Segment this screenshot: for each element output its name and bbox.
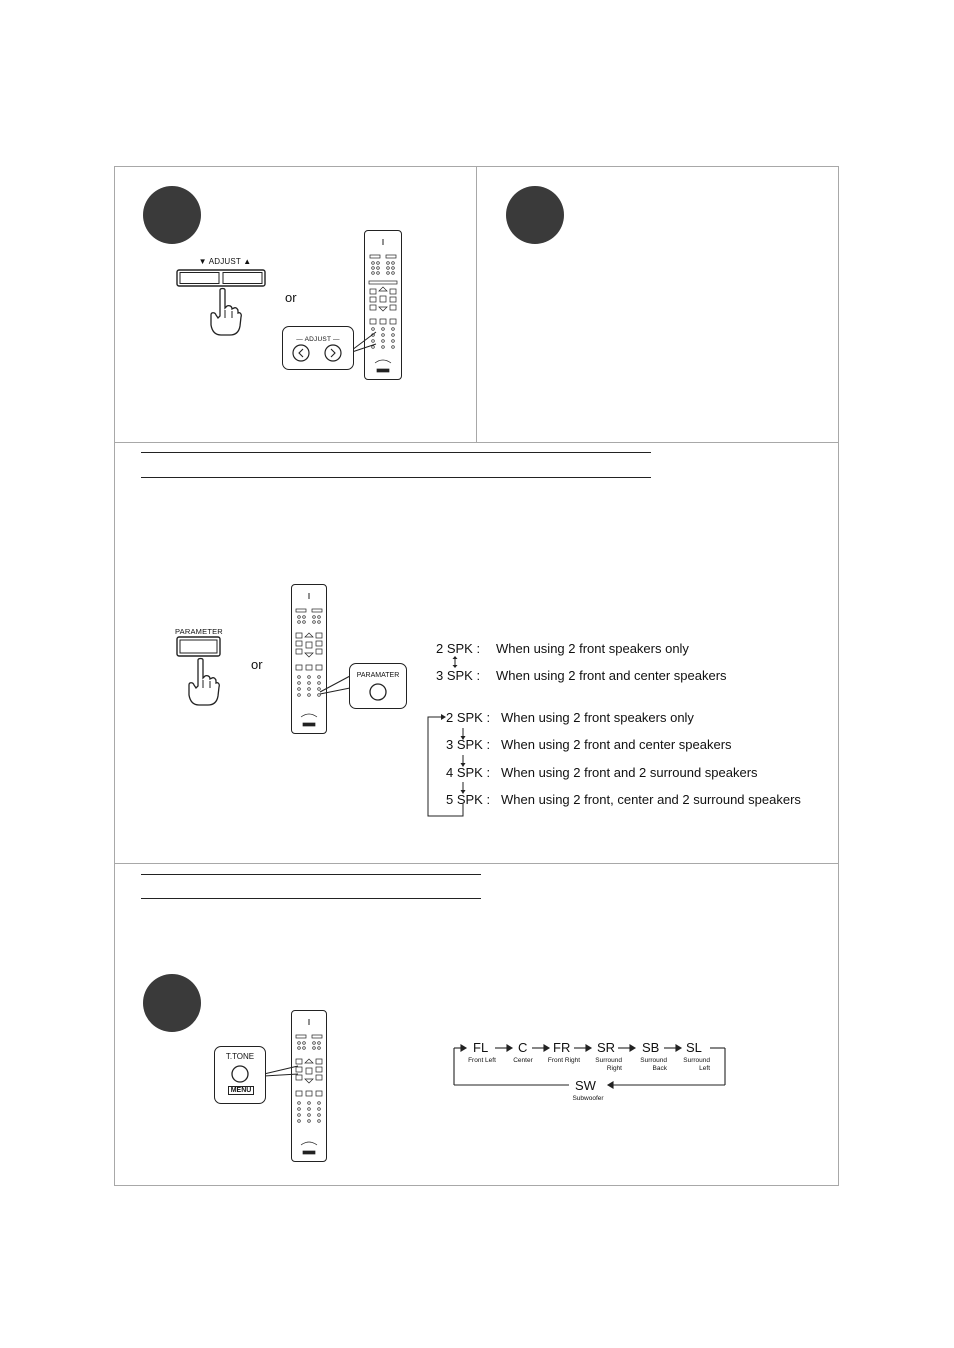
remote-control — [364, 230, 402, 380]
remote-control — [291, 1010, 327, 1162]
remote-parameter-callout: PARAMATER — [349, 663, 407, 709]
cycle-loop-arrow — [427, 714, 466, 817]
spk-cycle-option: 2 SPK :When using 2 front speakers only — [446, 710, 694, 725]
channel-code: FL — [473, 1040, 489, 1055]
subwoofer-code: SW — [575, 1078, 596, 1093]
channel-name: Front Right — [547, 1057, 581, 1064]
hand-press-icon — [188, 657, 220, 706]
remote-ttone-callout: T.TONE MENU — [214, 1046, 266, 1104]
remote-control — [291, 584, 327, 734]
step-marker-2 — [506, 186, 564, 244]
channel-name: Surround Left — [683, 1057, 710, 1072]
remote-adjust-label: — ADJUST — — [296, 336, 340, 343]
spk-option: 3 SPK :When using 2 front and center spe… — [436, 668, 727, 683]
spk-option: 2 SPK :When using 2 front speakers only — [436, 641, 689, 656]
callout-connector — [319, 675, 351, 695]
heading-underline-4 — [141, 898, 481, 899]
channel-name: Center — [513, 1057, 533, 1064]
step-marker-3 — [143, 974, 201, 1032]
or-text: or — [251, 657, 263, 672]
adjust-buttons[interactable] — [176, 269, 266, 289]
channel-code: C — [518, 1040, 528, 1055]
channel-code: SR — [597, 1040, 616, 1055]
column-divider — [476, 166, 477, 442]
subwoofer-name: Subwoofer — [572, 1095, 604, 1102]
channel-code: SL — [686, 1040, 702, 1055]
heading-underline-3 — [141, 874, 481, 875]
spk-cycle-option: 3 SPK :When using 2 front and center spe… — [446, 737, 732, 752]
toggle-arrow-icon — [452, 656, 458, 668]
parameter-button[interactable] — [176, 636, 222, 658]
menu-label: MENU — [228, 1086, 254, 1095]
section-divider-1 — [114, 442, 839, 443]
callout-connector — [351, 331, 377, 353]
ttone-label: T.TONE — [225, 1052, 255, 1061]
hand-press-icon — [210, 287, 242, 336]
heading-underline-2 — [141, 477, 651, 478]
remote-adjust-callout: — ADJUST — — [282, 326, 354, 370]
spk-cycle-option: 4 SPK :When using 2 front and 2 surround… — [446, 765, 758, 780]
section-divider-2 — [114, 863, 839, 864]
channel-name: Surround Back — [640, 1057, 667, 1072]
or-text: or — [285, 290, 297, 305]
channel-name: Surround Right — [595, 1057, 622, 1072]
callout-connector — [263, 1065, 299, 1077]
channel-name: Front Left — [468, 1057, 496, 1064]
channel-code: SB — [642, 1040, 660, 1055]
adjust-label: ▼ ADJUST ▲ — [198, 257, 252, 266]
channel-flow-lines — [453, 1044, 726, 1089]
remote-parameter-label: PARAMATER — [356, 672, 400, 679]
spk-cycle-option: 5 SPK :When using 2 front, center and 2 … — [446, 792, 801, 807]
parameter-label: PARAMETER — [175, 627, 223, 636]
heading-underline-1 — [141, 452, 651, 453]
step-marker-1 — [143, 186, 201, 244]
channel-code: FR — [553, 1040, 571, 1055]
